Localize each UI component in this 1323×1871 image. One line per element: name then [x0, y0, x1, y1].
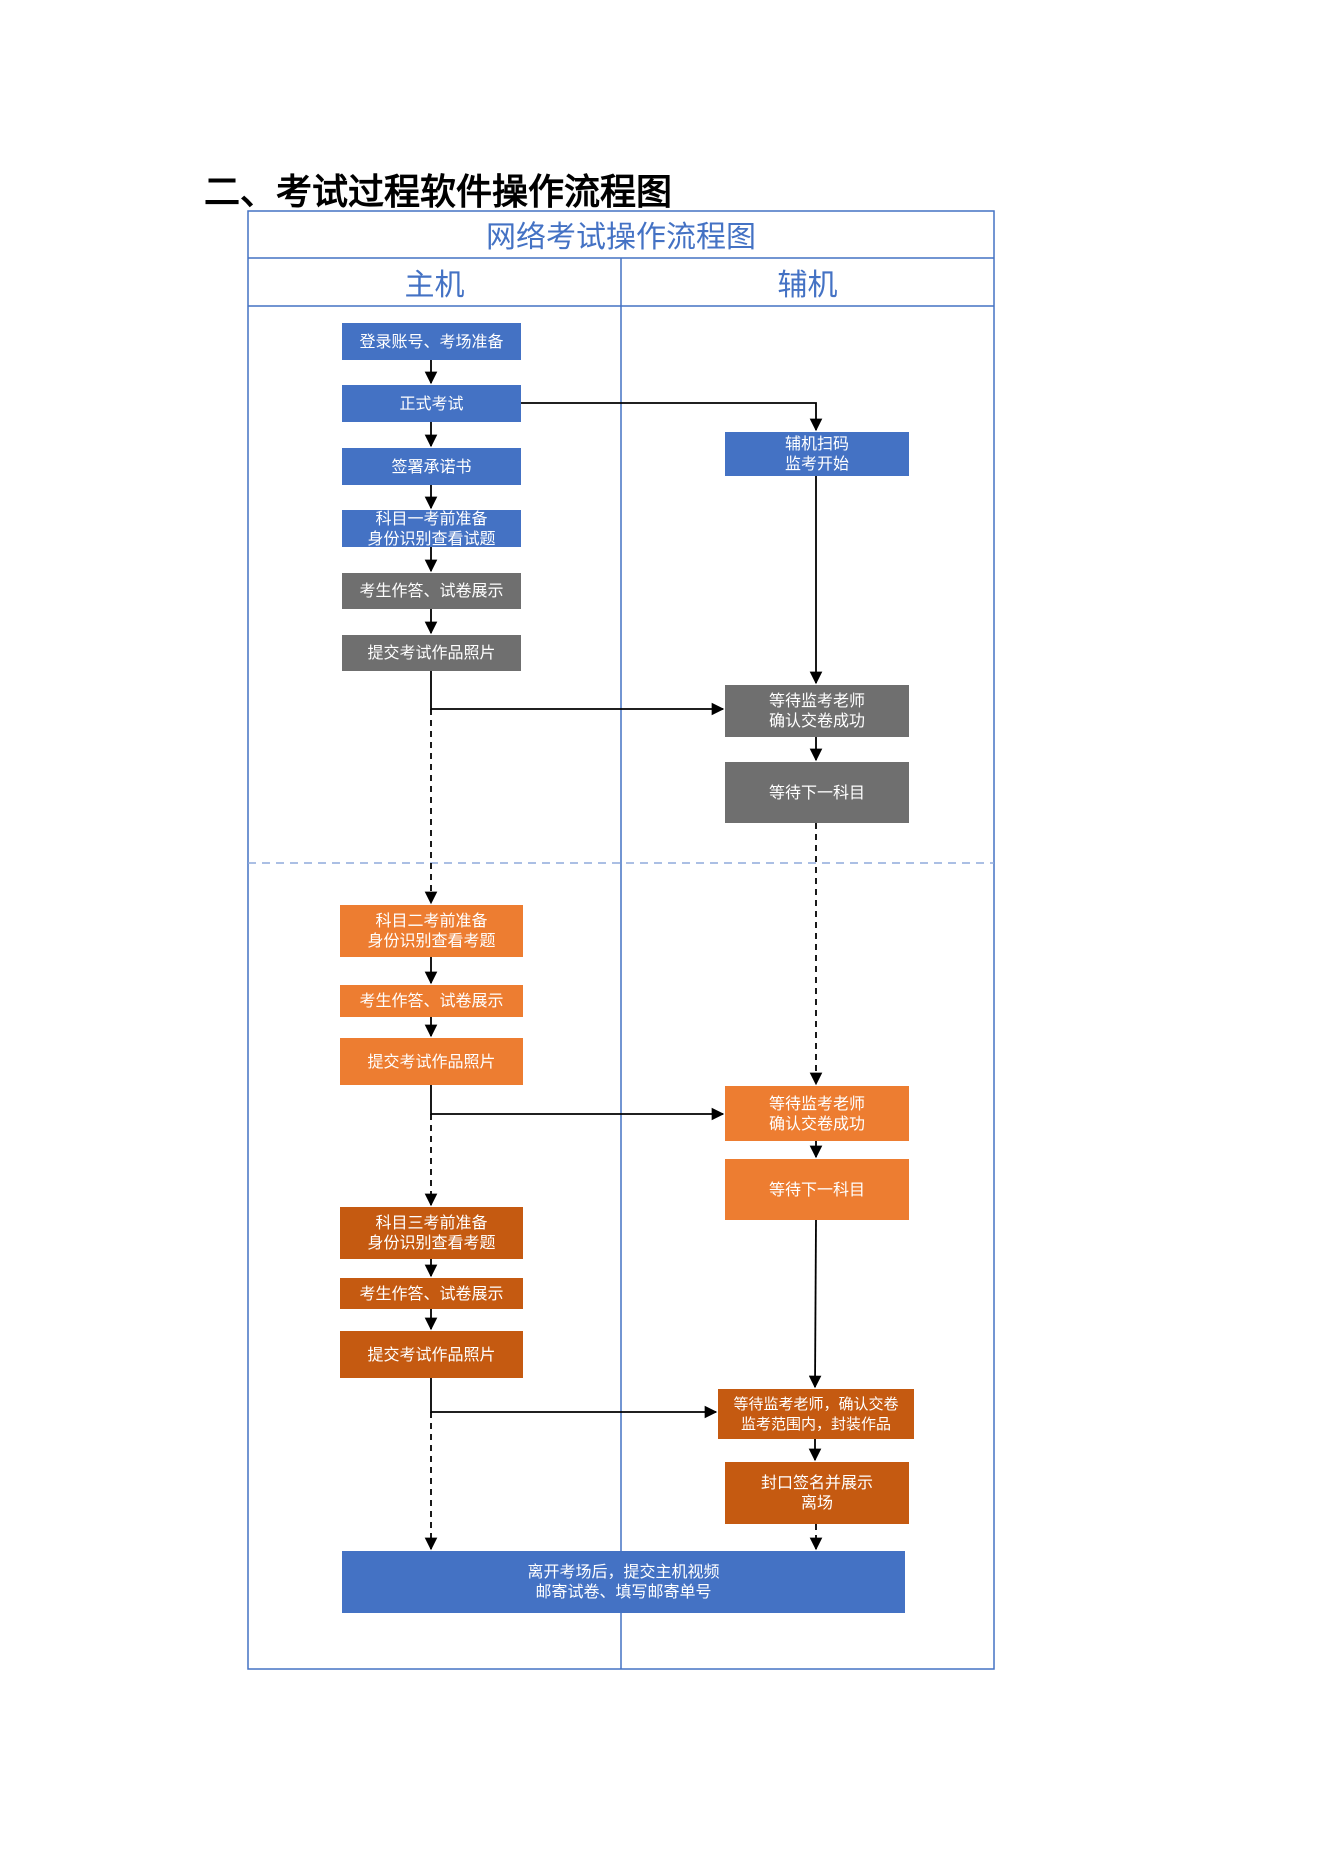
node-aux-scan-line1: 辅机扫码 — [784, 434, 849, 453]
node-s1-wait-confirm-line2: 确认交卷成功 — [768, 711, 865, 730]
node-s2-wait-next: 等待下一科目 — [725, 1159, 909, 1220]
node-final-line1: 离开考场后，提交主机视频 — [527, 1562, 720, 1581]
node-aux-scan-line2: 监考开始 — [784, 454, 849, 473]
connector-s2next-s3wait — [808, 1219, 822, 1389]
node-s1-wait-next-text: 等待下一科目 — [768, 782, 865, 802]
lane-header-host: 主机 — [404, 268, 465, 303]
node-s2-answer-text: 考生作答、试卷展示 — [359, 991, 504, 1010]
node-s1-wait-next: 等待下一科目 — [725, 762, 909, 823]
node-s1-prep: 科目一考前准备 身份识别查看试题 — [342, 508, 521, 548]
diagram-frame — [247, 210, 995, 1670]
node-formal-exam: 正式考试 — [342, 385, 521, 422]
node-s1-wait-confirm-line1: 等待监考老师 — [768, 691, 865, 710]
node-s2-prep: 科目二考前准备 身份识别查看考题 — [340, 905, 523, 957]
node-s2-prep-line1: 科目二考前准备 — [375, 911, 488, 930]
node-s3-answer-text: 考生作答、试卷展示 — [359, 1283, 504, 1303]
node-s1-answer-text: 考生作答、试卷展示 — [359, 581, 504, 600]
connector-s3submit-s3wait — [430, 1378, 718, 1419]
node-formal-exam-text: 正式考试 — [399, 393, 464, 413]
node-s3-submit: 提交考试作品照片 — [340, 1331, 523, 1378]
node-s2-wait-confirm-line2: 确认交卷成功 — [768, 1113, 865, 1133]
node-s1-submit: 提交考试作品照片 — [342, 635, 521, 671]
node-s2-submit: 提交考试作品照片 — [340, 1038, 523, 1085]
node-login: 登录账号、考场准备 — [342, 323, 521, 360]
node-s2-wait-confirm: 等待监考老师 确认交卷成功 — [725, 1086, 909, 1141]
node-aux-scan: 辅机扫码 监考开始 — [725, 432, 909, 476]
node-s1-answer: 考生作答、试卷展示 — [342, 573, 521, 609]
node-s2-submit-text: 提交考试作品照片 — [367, 1051, 496, 1071]
node-final: 离开考场后，提交主机视频 邮寄试卷、填写邮寄单号 — [342, 1551, 905, 1613]
connector-s2submit-s2wait — [430, 1085, 725, 1121]
node-s2-prep-line2: 身份识别查看考题 — [367, 931, 496, 950]
node-s3-wait-confirm: 等待监考老师，确认交卷 监考范围内，封装作品 — [718, 1389, 914, 1439]
diagram-title: 网络考试操作流程图 — [486, 220, 756, 255]
node-s1-submit-text: 提交考试作品照片 — [367, 643, 496, 662]
node-s3-prep-line2: 身份识别查看考题 — [367, 1233, 496, 1252]
node-s1-wait-confirm: 等待监考老师 确认交卷成功 — [725, 685, 909, 737]
node-s1-prep-line1: 科目一考前准备 — [375, 508, 488, 528]
node-s3-submit-text: 提交考试作品照片 — [367, 1344, 496, 1364]
node-s3-wait-confirm-line1: 等待监考老师，确认交卷 — [733, 1395, 899, 1413]
dashed-connectors — [424, 709, 823, 1551]
node-s2-answer: 考生作答、试卷展示 — [340, 985, 523, 1017]
node-s2-wait-confirm-line1: 等待监考老师 — [768, 1093, 865, 1113]
node-s3-seal-line1: 封口签名并展示 — [760, 1473, 873, 1492]
node-final-line2: 邮寄试卷、填写邮寄单号 — [535, 1582, 712, 1601]
node-sign-pledge: 签署承诺书 — [342, 448, 521, 485]
node-s3-seal-line2: 离场 — [800, 1493, 833, 1512]
node-s3-answer: 考生作答、试卷展示 — [340, 1278, 523, 1309]
node-s3-prep-line1: 科目三考前准备 — [375, 1213, 488, 1232]
connector-formal-auxscan — [521, 402, 823, 432]
lane-header-aux: 辅机 — [777, 268, 838, 303]
node-s1-prep-line2: 身份识别查看试题 — [367, 528, 496, 548]
section-heading: 二、考试过程软件操作流程图 — [204, 171, 673, 213]
node-s3-prep: 科目三考前准备 身份识别查看考题 — [340, 1207, 523, 1259]
node-s2-wait-next-text: 等待下一科目 — [768, 1179, 865, 1199]
connector-s1submit-s1wait — [430, 671, 725, 716]
node-sign-pledge-text: 签署承诺书 — [391, 456, 472, 476]
node-s3-wait-confirm-line2: 监考范围内，封装作品 — [740, 1415, 891, 1433]
node-s3-seal: 封口签名并展示 离场 — [725, 1462, 909, 1524]
node-login-text: 登录账号、考场准备 — [359, 331, 504, 351]
solid-connectors — [424, 360, 823, 1462]
